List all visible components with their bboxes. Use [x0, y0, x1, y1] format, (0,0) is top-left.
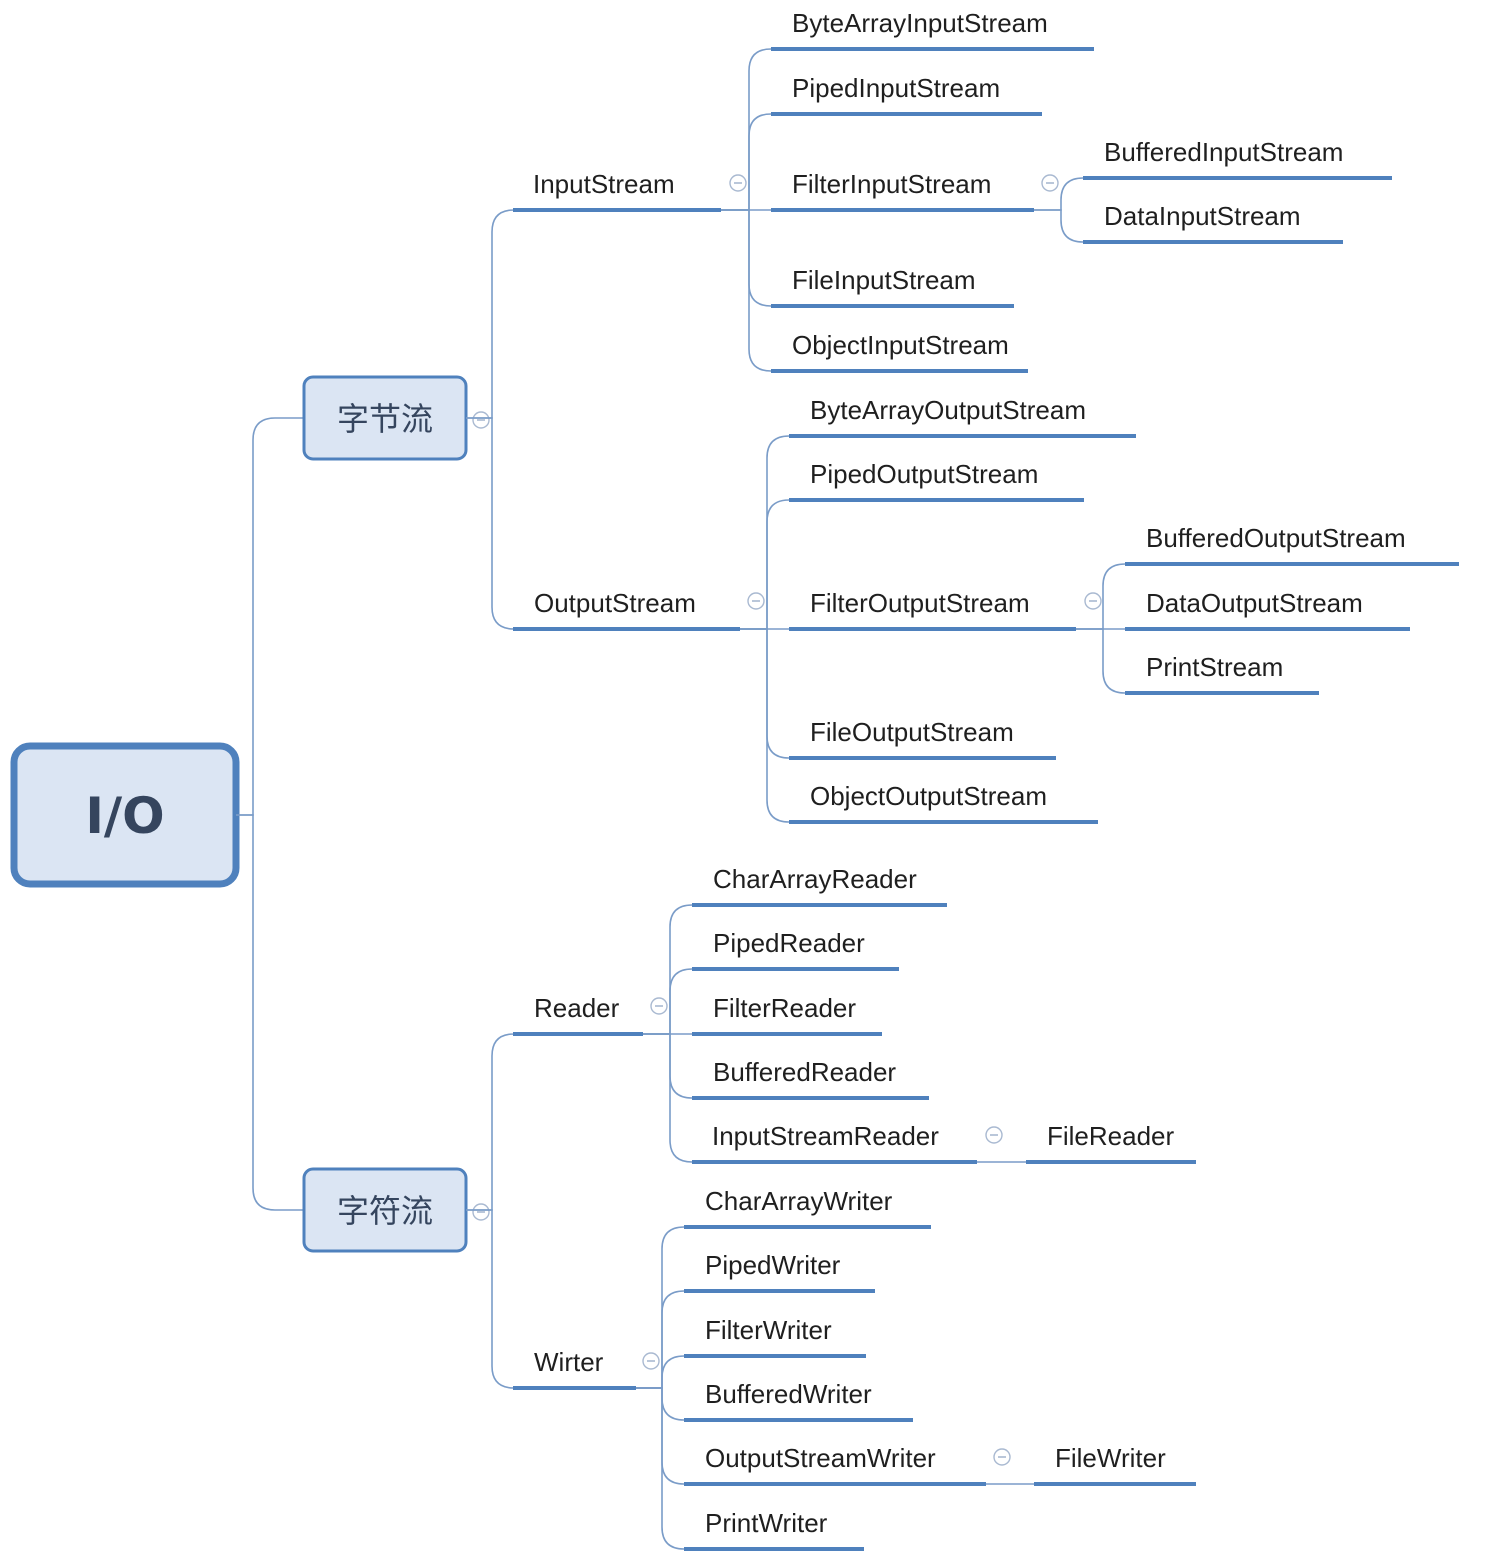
root-label: I/O — [85, 787, 164, 845]
node-fileinputstream-label[interactable]: FileInputStream — [792, 265, 976, 295]
node-reader-label[interactable]: Reader — [534, 993, 620, 1023]
node-filterwriter-label[interactable]: FilterWriter — [705, 1315, 832, 1345]
node-bufferedwriter-label[interactable]: BufferedWriter — [705, 1379, 872, 1409]
category-label-0: 字节流 — [337, 400, 433, 438]
node-objectinputstream-label[interactable]: ObjectInputStream — [792, 330, 1009, 360]
node-pipedwriter-label[interactable]: PipedWriter — [705, 1250, 841, 1280]
node-inputstream-label[interactable]: InputStream — [533, 169, 675, 199]
connector-fileoutputstream — [740, 628, 790, 759]
connector-bytearrayinputstream — [721, 48, 772, 211]
node-chararrayreader-label[interactable]: CharArrayReader — [713, 864, 917, 894]
node-dataoutputstream-label[interactable]: DataOutputStream — [1146, 588, 1363, 618]
connector-chararraywriter — [636, 1226, 685, 1389]
connector-root-category-1 — [236, 814, 304, 1211]
node-datainputstream-label[interactable]: DataInputStream — [1104, 201, 1301, 231]
node-filterinputstream-label[interactable]: FilterInputStream — [792, 169, 991, 199]
connector-objectoutputstream — [740, 628, 790, 823]
node-bufferedreader-label[interactable]: BufferedReader — [713, 1057, 896, 1087]
node-pipedreader-label[interactable]: PipedReader — [713, 928, 865, 958]
connector-bytearrayoutputstream — [740, 435, 790, 630]
node-pipedinputstream-label[interactable]: PipedInputStream — [792, 73, 1000, 103]
node-printwriter-label[interactable]: PrintWriter — [705, 1508, 828, 1538]
connector-inputstreamreader — [643, 1033, 693, 1163]
connector-outputstream — [466, 417, 515, 630]
node-objectoutputstream-label[interactable]: ObjectOutputStream — [810, 781, 1047, 811]
connector-objectinputstream — [721, 209, 772, 372]
node-outputstream-label[interactable]: OutputStream — [534, 588, 696, 618]
node-inputstreamreader-label[interactable]: InputStreamReader — [712, 1121, 939, 1151]
connector-pipedinputstream — [721, 113, 772, 211]
node-bytearrayinputstream-label[interactable]: ByteArrayInputStream — [792, 8, 1048, 38]
node-filteroutputstream-label[interactable]: FilterOutputStream — [810, 588, 1030, 618]
connector-outputstreamwriter — [636, 1387, 685, 1485]
connector-printwriter — [636, 1387, 685, 1550]
connector-chararrayreader — [643, 904, 693, 1035]
connector-pipedreader — [643, 968, 693, 1035]
connector-inputstream — [466, 209, 515, 419]
node-fileoutputstream-label[interactable]: FileOutputStream — [810, 717, 1014, 747]
connector-wirter — [466, 1209, 515, 1389]
connector-pipedwriter — [636, 1290, 685, 1389]
node-printstream-label[interactable]: PrintStream — [1146, 652, 1283, 682]
node-filereader-label[interactable]: FileReader — [1047, 1121, 1175, 1151]
connector-fileinputstream — [721, 209, 772, 307]
node-pipedoutputstream-label[interactable]: PipedOutputStream — [810, 459, 1038, 489]
connector-reader — [466, 1033, 515, 1211]
connector-bufferedreader — [643, 1033, 693, 1099]
connector-pipedoutputstream — [740, 499, 790, 630]
node-filterreader-label[interactable]: FilterReader — [713, 993, 856, 1023]
connector-filterwriter — [636, 1355, 685, 1389]
connector-bufferedoutputstream — [1076, 563, 1126, 630]
node-wirter-label[interactable]: Wirter — [534, 1347, 604, 1377]
connector-bufferedwriter — [636, 1387, 685, 1421]
node-outputstreamwriter-label[interactable]: OutputStreamWriter — [705, 1443, 936, 1473]
connector-printstream — [1076, 628, 1126, 694]
node-bytearrayoutputstream-label[interactable]: ByteArrayOutputStream — [810, 395, 1086, 425]
node-chararraywriter-label[interactable]: CharArrayWriter — [705, 1186, 893, 1216]
node-bufferedoutputstream-label[interactable]: BufferedOutputStream — [1146, 523, 1406, 553]
connector-root-category-0 — [236, 417, 304, 816]
node-filewriter-label[interactable]: FileWriter — [1055, 1443, 1166, 1473]
category-label-1: 字符流 — [337, 1192, 433, 1230]
connector-datainputstream — [1034, 209, 1084, 243]
node-bufferedinputstream-label[interactable]: BufferedInputStream — [1104, 137, 1343, 167]
connector-bufferedinputstream — [1034, 177, 1084, 211]
